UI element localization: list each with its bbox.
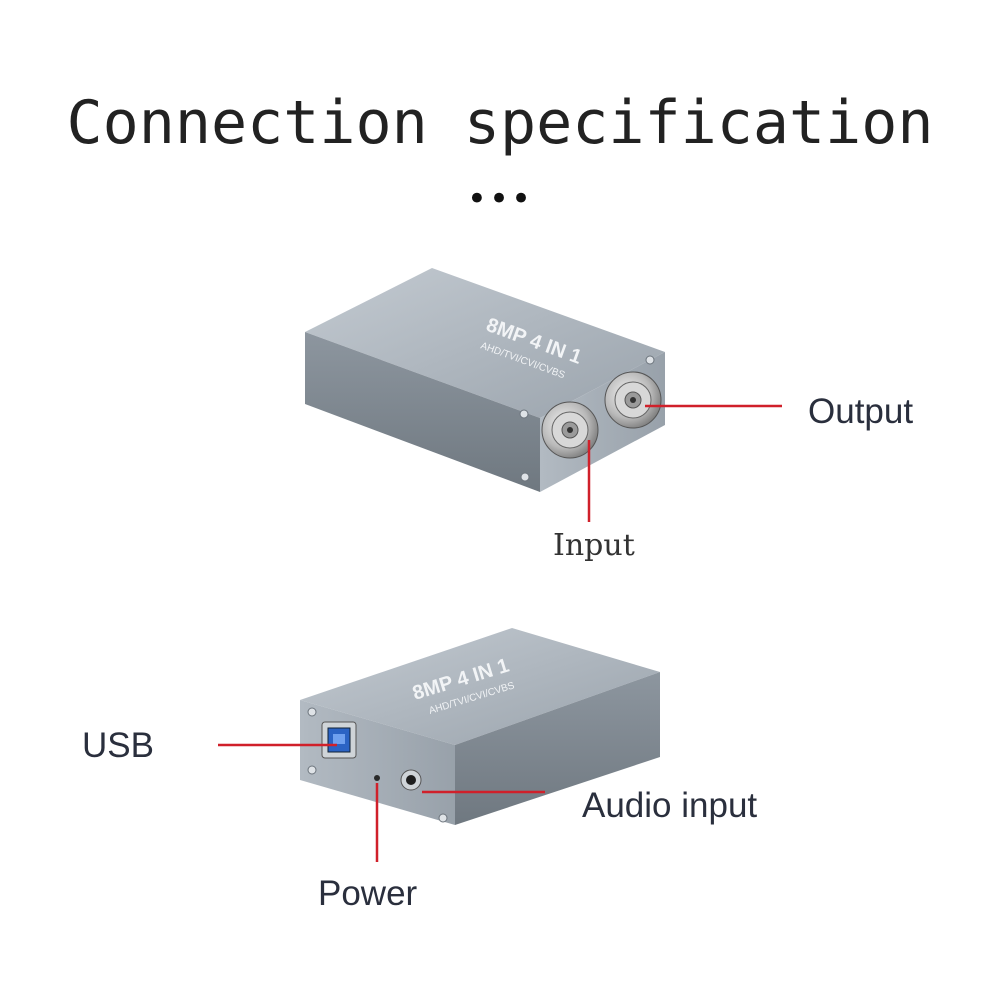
bnc-input-connector	[541, 401, 599, 459]
bnc-output-connector	[604, 371, 662, 429]
screw-icon	[438, 813, 448, 823]
screw-icon	[307, 707, 317, 717]
label-input: Input	[553, 528, 635, 563]
page-title: Connection specification	[66, 88, 934, 158]
audio-jack-icon	[400, 769, 422, 791]
power-led-icon	[374, 775, 380, 781]
label-output: Output	[808, 392, 914, 431]
device-top-side	[305, 332, 540, 492]
device-top-lid	[305, 268, 665, 418]
label-power: Power	[318, 874, 418, 913]
screw-icon	[645, 355, 655, 365]
label-audio-input: Audio input	[582, 786, 758, 825]
device-bottom-side	[455, 672, 660, 825]
device-top: 8MP 4 IN 1 AHD/TVI/CVI/CVBS	[305, 268, 782, 522]
ellipsis-dots: •••	[466, 179, 534, 219]
screw-icon	[307, 765, 317, 775]
usb-port-icon	[321, 721, 357, 759]
label-usb: USB	[82, 726, 154, 765]
device-bottom: 8MP 4 IN 1 AHD/TVI/CVI/CVBS	[218, 628, 660, 862]
device-bottom-lid	[300, 628, 660, 745]
screw-icon	[519, 409, 529, 419]
screw-icon	[520, 472, 530, 482]
